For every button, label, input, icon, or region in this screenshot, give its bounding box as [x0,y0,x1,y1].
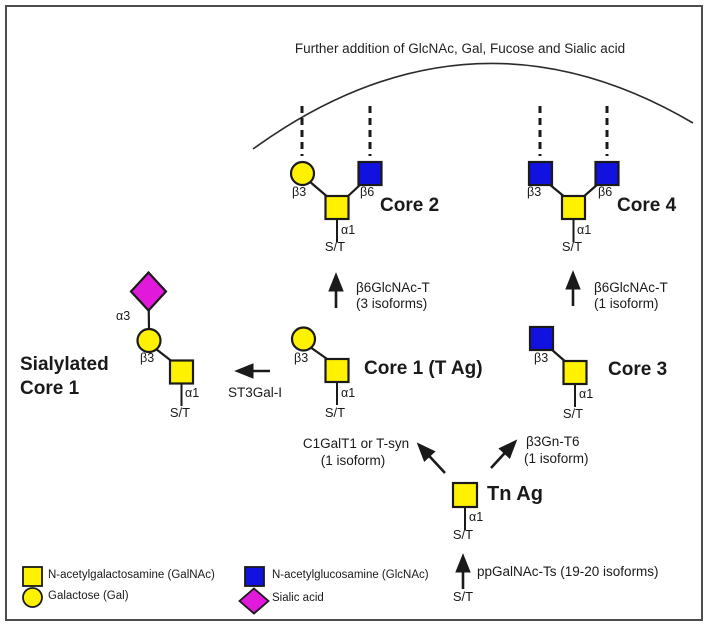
legend-galnac-label: N-acetylgalactosamine (GalNAc) [48,569,215,581]
b6glcnact-3iso-isoforms: (3 isoforms) [356,296,428,311]
core1-st-label: S/T [324,405,346,420]
core4-b3-linkage: β3 [527,185,542,199]
core1-b3-linkage: β3 [294,351,309,365]
legend-galactose-circle [22,587,43,608]
b6glcnact-3iso-name: β6GlcNAc-T [356,280,430,295]
core2-st-label: S/T [324,239,346,254]
reaction-arrows [234,270,581,589]
further-addition-title: Further addition of GlcNAc, Gal, Fucose … [294,41,626,56]
core1-galactose-circle [290,326,317,352]
core2-galactose-circle [289,160,316,187]
b3gnt6-name: β3Gn-T6 [526,434,580,449]
sialylated-core1-structure [129,270,195,406]
c1galt1-isoforms: (1 isoform) [320,453,386,468]
tn-galnac-square [451,481,479,509]
core1-structure [290,326,350,405]
further-addition-arc [252,62,694,150]
core4-st-label: S/T [561,239,583,254]
core4-structure [527,160,620,242]
st3gal1-name: ST3Gal-I [227,385,283,400]
sialylated-b3-linkage: β3 [140,351,155,365]
sialylated-core1-label-line1: Sialylated [20,354,109,375]
core2-b3-linkage: β3 [292,185,307,199]
core4-galnac-square [560,194,587,221]
core4-a1-linkage: α1 [577,223,592,237]
core1-galnac-square [324,357,350,384]
sialylated-a1-linkage: α1 [185,386,200,400]
core4-b6-linkage: β6 [598,185,613,199]
core4-glcnac-square-right [594,160,620,187]
dashed-extension-lines [300,106,609,156]
core2-galnac-square [324,194,350,221]
core3-label: Core 3 [608,359,668,380]
legend-sialic-label: Sialic acid [272,592,324,604]
legend-glcnac-square [244,566,265,587]
peptide-st-label: S/T [452,589,474,604]
sialylated-core1-label-line2: Core 1 [20,378,80,399]
core3-galnac-square [562,359,588,386]
tn-to-core1-arrow [416,442,446,474]
c1galt1-name: C1GalT1 or T-syn [302,436,410,451]
core4-glcnac-square-left [527,160,554,187]
core2-b6-linkage: β6 [360,185,375,199]
tn-to-core3-arrow [490,439,518,469]
core3-a1-linkage: α1 [579,387,594,401]
legend-swatches [22,566,270,615]
core3-glcnac-square [528,325,555,352]
sialylated-galactose-circle [136,327,162,354]
core2-glcnac-square [357,160,383,187]
tn-ag-label: Tn Ag [487,483,543,505]
tn-st-label: S/T [452,527,474,542]
core4-label: Core 4 [617,195,677,216]
ppgalnacts-name: ppGalNAc-Ts (19-20 isoforms) [477,564,659,579]
core3-b3-linkage: β3 [534,351,549,365]
b3gnt6-isoforms: (1 isoform) [524,451,589,466]
sialylated-a3-linkage: α3 [116,309,131,323]
core2-label: Core 2 [380,195,440,216]
legend-sialic-diamond [238,587,270,615]
sialic-acid-diamond [129,270,168,313]
core3-st-label: S/T [562,406,584,421]
core3-structure [528,325,588,407]
core2-a1-linkage: α1 [341,223,356,237]
core1-a1-linkage: α1 [341,386,356,400]
tn-structure [451,481,479,530]
sialylated-st-label: S/T [169,405,191,420]
b6glcnact-1iso-name: β6GlcNAc-T [594,280,668,295]
core1-label: Core 1 (T Ag) [364,358,483,379]
legend-galnac-square [22,566,43,587]
legend-glcnac-label: N-acetylglucosamine (GlcNAc) [272,569,429,581]
legend-galactose-label: Galactose (Gal) [48,590,129,602]
sialylated-galnac-square [168,359,195,385]
b6glcnact-1iso-isoforms: (1 isoform) [594,296,659,311]
core2-structure [289,160,383,242]
tn-a1-linkage: α1 [469,510,484,524]
